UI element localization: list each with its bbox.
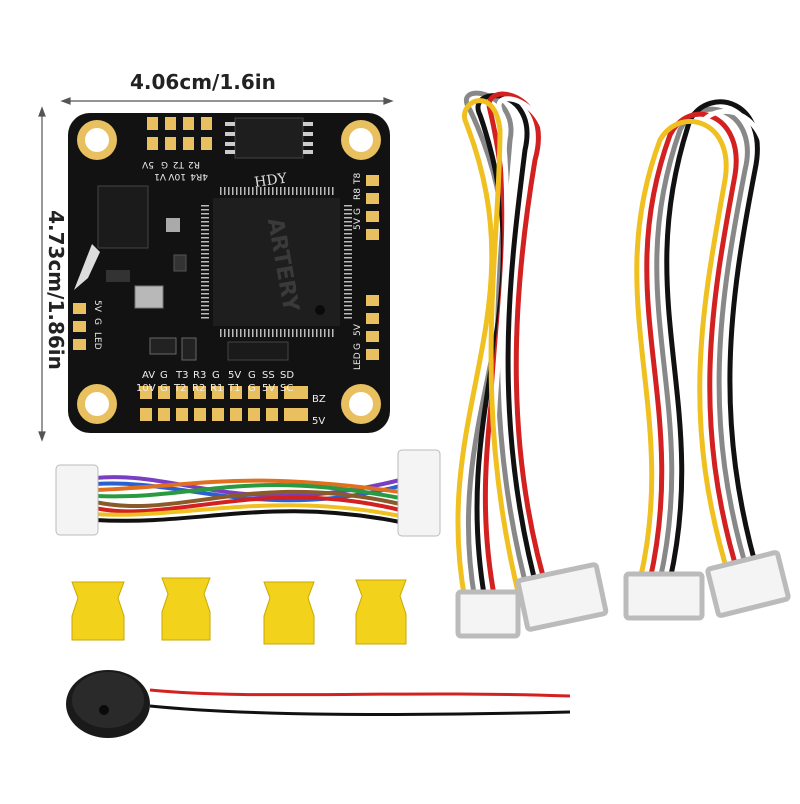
silk-label: R8 — [353, 188, 363, 200]
silk-label: 5V — [92, 300, 102, 313]
silk-label: G — [353, 208, 363, 215]
top-solder-pads — [147, 117, 212, 150]
silk-label: 5V — [353, 323, 363, 336]
small-component — [106, 270, 130, 282]
silk-label: 4R4 — [190, 171, 208, 181]
right-solder-pads — [366, 175, 379, 360]
silkscreen-text-top: R2 T2 G 5V 4R4 10V V1 — [141, 159, 208, 181]
mounting-hole — [341, 384, 381, 424]
silk-label: LED — [92, 332, 102, 350]
mounting-hole — [77, 120, 117, 160]
small-component — [166, 218, 180, 232]
jst-connector — [515, 562, 609, 632]
jumper-cable — [55, 449, 441, 537]
height-dimension-line — [38, 106, 46, 442]
silk-label: 5V — [228, 370, 241, 381]
small-component — [149, 337, 177, 355]
jst-connector — [705, 550, 791, 618]
silk-label: SC — [280, 383, 293, 394]
silk-label: G — [161, 159, 168, 169]
buzzer — [66, 670, 571, 738]
silk-label: G — [92, 318, 102, 325]
silk-label: G — [160, 383, 168, 394]
jst-connector — [623, 571, 705, 621]
silkscreen-text: AV G T3 R3 G 5V G SS SD 10V G T2 R2 R1 T… — [136, 370, 326, 427]
silkscreen-text-right: 5V G R8 T8 LED G 5V — [353, 173, 363, 370]
silk-label: R3 — [193, 370, 206, 381]
flash-chip — [234, 117, 304, 159]
mounting-hole — [77, 384, 117, 424]
silk-label: 5V — [312, 416, 325, 427]
silk-label: 5V — [262, 383, 275, 394]
signal-cable-long — [623, 99, 791, 621]
jst-connector — [397, 449, 441, 537]
jst-connector — [455, 589, 521, 639]
silk-label: G — [248, 383, 256, 394]
signal-cable-long — [455, 90, 609, 639]
silk-label: T2 — [173, 159, 185, 169]
silk-label: AV — [142, 370, 155, 381]
gyro-chip — [134, 285, 164, 309]
width-dimension-line — [60, 97, 394, 105]
silk-label: R2 — [192, 383, 205, 394]
silk-label: BZ — [312, 394, 326, 405]
regulator-chip — [97, 185, 149, 249]
silk-label: R2 — [188, 159, 200, 169]
silk-label: T3 — [175, 370, 188, 381]
silk-label: LED — [353, 352, 363, 370]
flight-controller-board: ARTERY HDY AV G T3 R3 G 5V G — [68, 113, 390, 433]
small-component — [173, 254, 187, 272]
jst-connector — [55, 464, 99, 536]
left-solder-pads — [73, 303, 86, 350]
silk-label: G — [353, 343, 363, 350]
silk-label: R1 — [210, 383, 223, 394]
rubber-damper — [161, 577, 211, 641]
silk-label: T2 — [173, 383, 186, 394]
silk-label: V1 — [154, 171, 166, 181]
width-dimension-label: 4.06cm/1.6in — [130, 70, 276, 94]
silk-label: G — [248, 370, 256, 381]
rubber-damper — [71, 581, 125, 641]
mcu-chip: ARTERY — [201, 187, 352, 337]
silk-label: 10V — [136, 383, 156, 394]
mounting-hole — [341, 120, 381, 160]
small-component — [181, 337, 197, 361]
bottom-solder-pads — [140, 386, 308, 421]
silk-label: SS — [262, 370, 275, 381]
brand-mark: HDY — [253, 170, 288, 190]
rubber-damper — [263, 581, 315, 645]
rubber-damper — [355, 579, 407, 645]
small-component — [227, 341, 289, 361]
silk-label: 5V — [353, 217, 363, 230]
silkscreen-text-left: 5V G LED — [92, 300, 102, 350]
silk-label: T1 — [227, 383, 240, 394]
silk-label: SD — [280, 370, 294, 381]
silk-label: G — [212, 370, 220, 381]
silk-label: G — [160, 370, 168, 381]
orientation-arrow-icon — [74, 244, 100, 290]
silk-label: T8 — [353, 173, 363, 185]
silk-label: 5V — [141, 159, 154, 169]
height-dimension-label: 4.73cm/1.86in — [44, 210, 68, 370]
silk-label: 10V — [168, 171, 186, 181]
